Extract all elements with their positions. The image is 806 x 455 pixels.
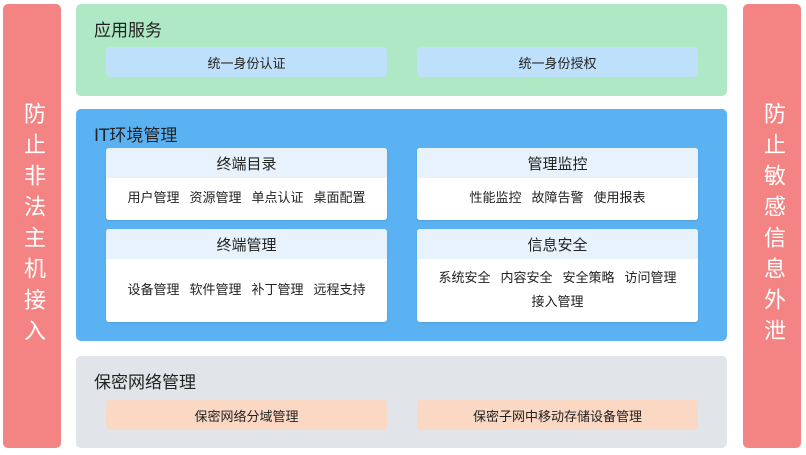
app-service-panel: 应用服务 统一身份认证 统一身份授权 xyxy=(76,4,727,96)
admission-management-item: 接入管理 xyxy=(531,294,584,310)
resource-management-item: 资源管理 xyxy=(189,191,242,206)
system-security-item: 系统安全 xyxy=(438,270,491,286)
left-side-text: 防止非法主机接入 xyxy=(20,102,45,350)
terminal-management-title: 终端管理 xyxy=(106,229,387,259)
right-side-text: 防止敏感信息外泄 xyxy=(760,102,785,350)
left-side-banner: 防止非法主机接入 xyxy=(3,4,61,448)
remote-support-item: 远程支持 xyxy=(313,282,366,298)
unified-identity-authorization: 统一身份授权 xyxy=(417,47,698,77)
it-management-panel: IT环境管理 终端目录 用户管理 资源管理 单点认证 桌面配置 管理监控 性能监… xyxy=(76,109,727,341)
management-monitoring-card: 管理监控 性能监控 故障告警 使用报表 xyxy=(417,148,698,220)
terminal-directory-card: 终端目录 用户管理 资源管理 单点认证 桌面配置 xyxy=(106,148,387,220)
security-policy-item: 安全策略 xyxy=(562,270,615,286)
network-domain-management: 保密网络分域管理 xyxy=(106,400,387,430)
content-security-item: 内容安全 xyxy=(500,270,553,286)
unified-identity-authentication: 统一身份认证 xyxy=(106,47,387,77)
management-monitoring-title: 管理监控 xyxy=(417,148,698,178)
access-management-item: 访问管理 xyxy=(624,270,677,286)
right-side-banner: 防止敏感信息外泄 xyxy=(743,4,801,448)
performance-monitoring-item: 性能监控 xyxy=(469,191,522,206)
user-management-item: 用户管理 xyxy=(127,191,180,206)
information-security-card: 信息安全 系统安全 内容安全 安全策略 访问管理 接入管理 xyxy=(417,229,698,322)
terminal-management-card: 终端管理 设备管理 软件管理 补丁管理 远程支持 xyxy=(106,229,387,322)
device-management-item: 设备管理 xyxy=(127,282,180,298)
usage-report-item: 使用报表 xyxy=(593,191,646,206)
secure-network-panel: 保密网络管理 保密网络分域管理 保密子网中移动存储设备管理 xyxy=(76,356,727,448)
it-management-title: IT环境管理 xyxy=(94,126,178,146)
terminal-directory-title: 终端目录 xyxy=(106,148,387,178)
information-security-title: 信息安全 xyxy=(417,229,698,259)
fault-alarm-item: 故障告警 xyxy=(531,191,584,206)
patch-management-item: 补丁管理 xyxy=(251,282,304,298)
desktop-config-item: 桌面配置 xyxy=(313,191,366,206)
single-sign-on-item: 单点认证 xyxy=(251,191,304,206)
secure-network-title: 保密网络管理 xyxy=(94,373,196,393)
app-service-title: 应用服务 xyxy=(94,21,162,41)
mobile-storage-management: 保密子网中移动存储设备管理 xyxy=(417,400,698,430)
software-management-item: 软件管理 xyxy=(189,282,242,298)
